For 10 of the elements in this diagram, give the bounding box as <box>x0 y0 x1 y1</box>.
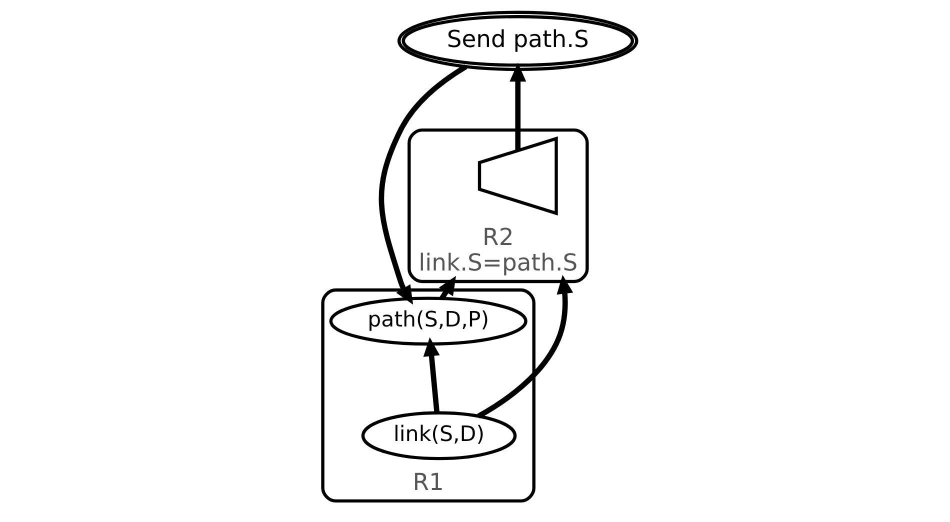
arrow <box>422 337 440 414</box>
node-ellipse: path(S,D,P) <box>328 296 527 346</box>
arrow <box>438 276 456 300</box>
arrow <box>476 274 573 418</box>
node-ellipse: link(S,D) <box>360 411 516 460</box>
arrow <box>378 64 467 305</box>
node-ellipse: Send path.S <box>396 10 638 72</box>
arrow <box>509 62 526 150</box>
cluster: R2 link.S=path.S <box>407 128 588 284</box>
node-bowtie <box>477 136 558 216</box>
